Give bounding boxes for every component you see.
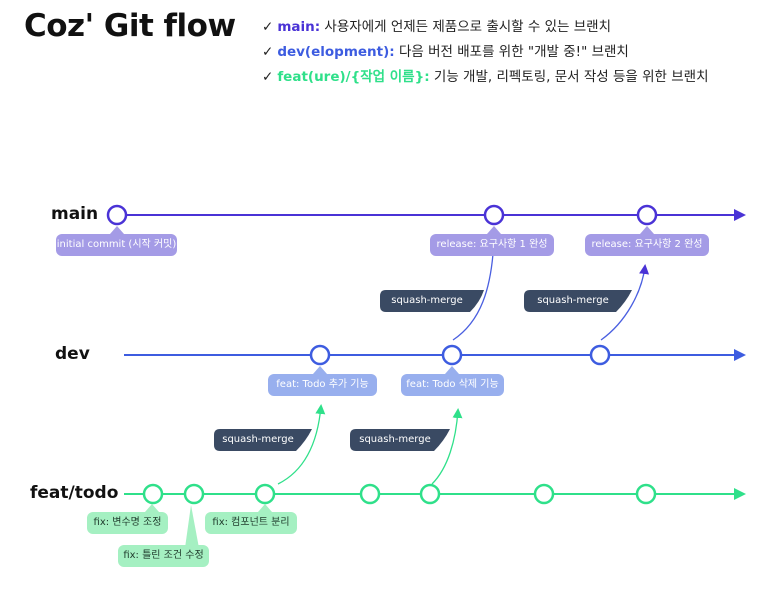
branch-label-dev: dev: [55, 344, 90, 364]
commit-node-dev-1: [309, 344, 331, 366]
commit-node-feat-5: [419, 483, 441, 505]
commit-node-feat-4: [359, 483, 381, 505]
check-icon: ✓: [262, 44, 274, 60]
commit-node-feat-7: [635, 483, 657, 505]
legend-row-feat: ✓feat(ure)/{작업 이름}: 기능 개발, 리펙토링, 문서 작성 등…: [262, 65, 709, 90]
legend-desc-main: 사용자에게 언제든 제품으로 출시할 수 있는 브랜치: [320, 19, 611, 35]
branch-label-main: main: [51, 204, 99, 224]
merge-curve-feat-to-dev-1: [277, 404, 326, 485]
legend-row-dev: ✓dev(elopment): 다음 버전 배포를 위한 "개발 중!" 브랜치: [262, 40, 709, 65]
legend-key-dev: dev(elopment):: [277, 44, 395, 60]
main-arrow-head: [734, 209, 746, 221]
legend-row-main: ✓main: 사용자에게 언제든 제품으로 출시할 수 있는 브랜치: [262, 15, 709, 40]
legend-desc-feat: 기능 개발, 리펙토링, 문서 작성 등을 위한 브랜치: [429, 69, 709, 85]
merge-curve-dev-to-main-2: [600, 264, 650, 341]
tag-pointer-feat-delete: [445, 366, 459, 374]
commit-node-main-1: [106, 204, 128, 226]
tag-feat-add: feat: Todo 추가 기능: [268, 374, 377, 396]
branch-label-feat: feat/todo: [30, 483, 119, 503]
tag-fix-component: fix: 컴포넌트 분리: [205, 512, 297, 534]
tag-pointer-release-2: [640, 226, 654, 234]
commit-node-feat-6: [533, 483, 555, 505]
commit-node-dev-2: [441, 344, 463, 366]
legend: ✓main: 사용자에게 언제든 제품으로 출시할 수 있는 브랜치 ✓dev(…: [262, 15, 709, 90]
squash-merge-label-3: squash-merge: [222, 434, 294, 445]
tag-pointer-fix-component: [258, 504, 272, 512]
legend-key-main: main:: [277, 19, 321, 35]
squash-shape-1: [380, 290, 484, 312]
squash-merge-label-2: squash-merge: [537, 295, 609, 306]
legend-desc-dev: 다음 버전 배포를 위한 "개발 중!" 브랜치: [394, 44, 629, 60]
commit-node-main-2: [483, 204, 505, 226]
commit-node-feat-3: [254, 483, 276, 505]
squash-merge-label-1: squash-merge: [391, 295, 463, 306]
squash-shape-2: [524, 290, 632, 312]
tag-pointer-release-1: [487, 226, 501, 234]
commit-node-feat-1: [142, 483, 164, 505]
feat-arrow-head: [734, 488, 746, 500]
tag-fix-var: fix: 변수명 조정: [87, 512, 168, 534]
page-title: Coz' Git flow: [24, 8, 236, 44]
tag-fix-cond: fix: 틀린 조건 수정: [118, 545, 209, 567]
squash-shape-3: [214, 429, 312, 451]
tag-pointer-initial: [110, 226, 124, 234]
legend-key-feat: feat(ure)/{작업 이름}:: [277, 69, 430, 85]
tag-pointer-feat-add: [313, 366, 327, 374]
tag-release-2: release: 요구사항 2 완성: [585, 234, 709, 256]
squash-shape-4: [350, 429, 450, 451]
dev-arrow-head: [734, 349, 746, 361]
tag-feat-delete: feat: Todo 삭제 기능: [401, 374, 504, 396]
check-icon: ✓: [262, 19, 274, 35]
tag-pointer-fix-cond: [185, 505, 199, 548]
tag-initial-commit: initial commit (시작 커밋): [56, 234, 177, 256]
tag-pointer-fix-var: [145, 504, 159, 512]
squash-merge-label-4: squash-merge: [359, 434, 431, 445]
check-icon: ✓: [262, 69, 274, 85]
commit-node-feat-2: [183, 483, 205, 505]
tag-release-1: release: 요구사항 1 완성: [430, 234, 554, 256]
commit-node-dev-3: [589, 344, 611, 366]
merge-curve-feat-to-dev-2: [431, 408, 463, 485]
commit-node-main-3: [636, 204, 658, 226]
